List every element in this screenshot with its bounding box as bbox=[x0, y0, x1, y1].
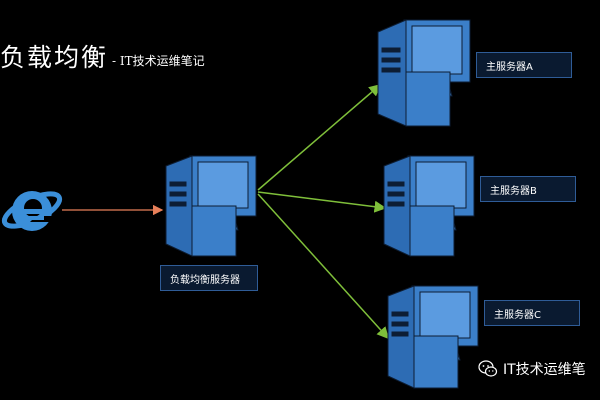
watermark: IT技术运维笔 bbox=[478, 359, 586, 379]
server-b-icon bbox=[383, 155, 475, 257]
page-subtitle: - IT技术运维笔记 bbox=[112, 54, 205, 68]
server-c-icon bbox=[387, 285, 479, 389]
server-b-label: 主服务器B bbox=[480, 176, 576, 202]
wechat-icon bbox=[478, 360, 498, 377]
internet-explorer-icon bbox=[1, 191, 63, 231]
server-a-label: 主服务器A bbox=[476, 52, 572, 78]
server-c-label: 主服务器C bbox=[484, 300, 580, 326]
server-a-icon bbox=[377, 19, 471, 127]
watermark-text: IT技术运维笔 bbox=[503, 362, 586, 378]
balancer-to-server-a-arrow bbox=[257, 84, 382, 191]
load-balancer-server-icon bbox=[165, 155, 257, 257]
page-title: 负载均衡 bbox=[0, 43, 109, 72]
balancer-to-server-c-arrow bbox=[257, 193, 390, 340]
load-balancer-label: 负载均衡服务器 bbox=[160, 265, 258, 291]
balancer-to-server-b-arrow bbox=[257, 191, 387, 213]
